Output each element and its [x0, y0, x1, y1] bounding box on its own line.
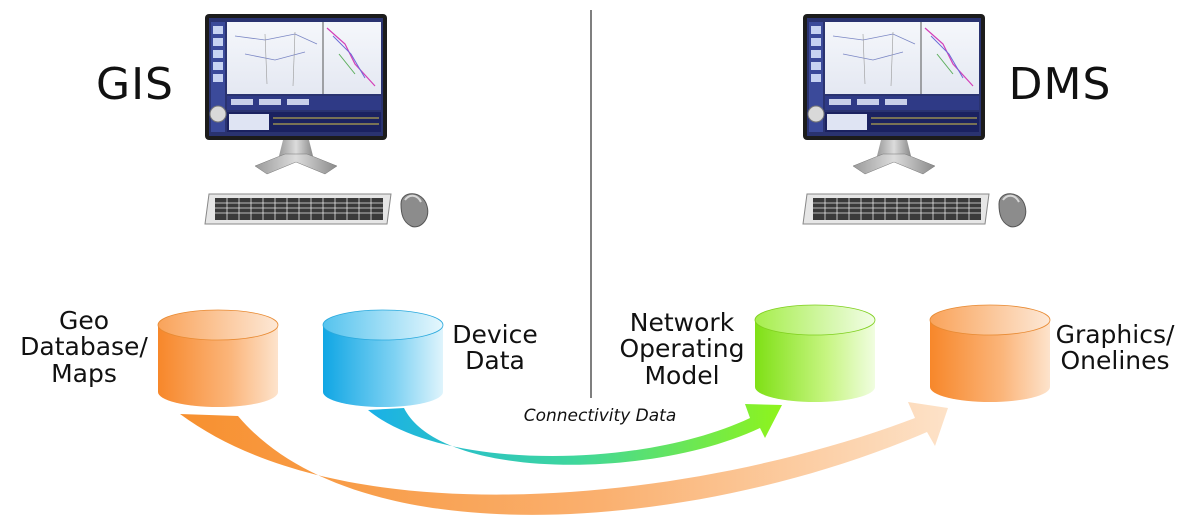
- network-model-cylinder-icon: [754, 304, 876, 402]
- connectivity-data-label: Connectivity Data: [523, 406, 677, 426]
- device-data-label: Device Data: [452, 320, 538, 376]
- graphics-flow-arrow: [180, 402, 948, 515]
- geo-database-label: Geo Database/ Maps: [20, 306, 148, 388]
- dms-label: DMS: [1008, 59, 1112, 110]
- connectivity-flow-arrow: [368, 404, 782, 465]
- geo-database-cylinder-icon: [157, 309, 279, 407]
- network-model-label: Network Operating Model: [619, 308, 745, 390]
- dms-computer-workstation-icon: [802, 13, 1027, 228]
- graphics-onelines-label: Graphics/ Onelines: [1055, 320, 1175, 376]
- graphics-onelines-cylinder-icon: [929, 304, 1051, 402]
- gis-label: GIS: [95, 59, 174, 110]
- gis-computer-workstation-icon: [204, 13, 429, 228]
- device-data-cylinder-icon: [322, 309, 444, 407]
